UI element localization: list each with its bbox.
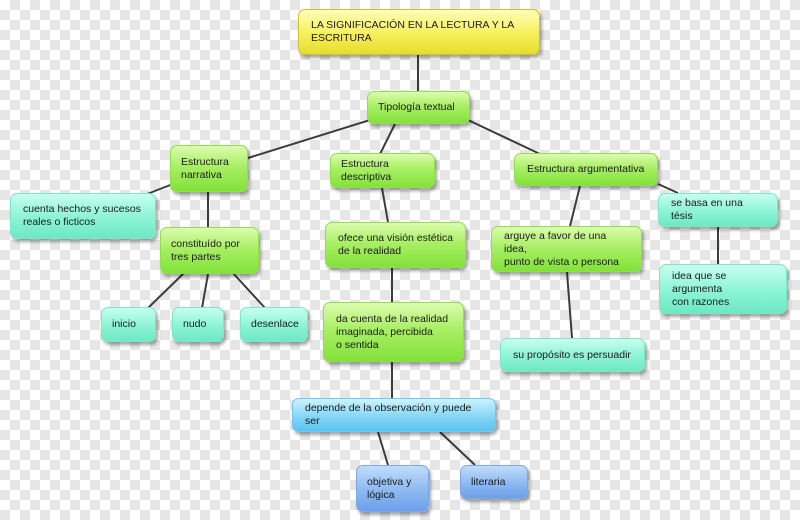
link-tipologia-narrativa	[247, 119, 371, 159]
link-tipologia-argumentativa	[467, 119, 541, 155]
node-tesis[interactable]: se basa en una tésis	[658, 193, 778, 227]
link-depende-literaria	[439, 431, 476, 466]
node-argumentativa-label: Estructura argumentativa	[527, 163, 645, 175]
node-tesis-label: se basa en una tésis	[671, 197, 743, 222]
node-constituido[interactable]: constituído por tres partes	[160, 227, 259, 274]
node-depende[interactable]: depende de la observación y puede ser	[292, 398, 496, 432]
node-inicio[interactable]: inicio	[101, 307, 156, 342]
node-narrativa[interactable]: Estructura narrativa	[170, 145, 248, 192]
node-desenlace-label: desenlace	[251, 318, 299, 330]
node-cuenta-hechos-label: cuenta hechos y sucesos reales o fictico…	[23, 203, 141, 228]
link-argumentativa-arguye	[569, 185, 581, 227]
node-tipologia-label: Tipología textual	[378, 101, 455, 113]
node-literaria-label: literaria	[471, 475, 506, 488]
node-ofece[interactable]: ofece una visión estética de la realidad	[325, 222, 466, 268]
node-root-label: LA SIGNIFICACIÓN EN LA LECTURA Y LA ESCR…	[311, 19, 515, 44]
node-idea-argumenta[interactable]: idea que se argumenta con razones	[659, 264, 787, 314]
link-constituido-desenlace	[231, 271, 266, 309]
node-nudo-label: nudo	[183, 318, 207, 330]
node-da-cuenta[interactable]: da cuenta de la realidad imaginada, perc…	[323, 302, 464, 362]
node-desenlace[interactable]: desenlace	[240, 307, 308, 342]
node-proposito[interactable]: su propósito es persuadir	[500, 338, 645, 372]
node-descriptiva-label: Estructura descriptiva	[341, 157, 392, 183]
node-cuenta-hechos[interactable]: cuenta hechos y sucesos reales o fictico…	[10, 193, 156, 239]
node-root[interactable]: LA SIGNIFICACIÓN EN LA LECTURA Y LA ESCR…	[298, 9, 540, 55]
node-idea-argumenta-label: idea que se argumenta con razones	[672, 269, 730, 308]
node-da-cuenta-label: da cuenta de la realidad imaginada, perc…	[336, 312, 449, 351]
link-tipologia-descriptiva	[379, 123, 396, 155]
node-tipologia[interactable]: Tipología textual	[367, 91, 470, 124]
node-ofece-label: ofece una visión estética de la realidad	[338, 232, 453, 257]
node-argumentativa[interactable]: Estructura argumentativa	[514, 153, 658, 186]
link-constituido-nudo	[201, 273, 209, 309]
node-inicio-label: inicio	[112, 318, 136, 330]
node-narrativa-label: Estructura narrativa	[181, 155, 229, 181]
node-nudo[interactable]: nudo	[172, 307, 224, 342]
link-arguye-proposito	[566, 271, 573, 339]
node-arguye-label: arguye a favor de una idea, punto de vis…	[504, 229, 619, 268]
link-argumentativa-tesis	[657, 183, 679, 194]
node-literaria[interactable]: literaria	[460, 465, 528, 499]
node-proposito-label: su propósito es persuadir	[513, 348, 631, 361]
node-descriptiva[interactable]: Estructura descriptiva	[330, 153, 435, 188]
node-objetiva[interactable]: objetiva y lógica	[356, 465, 429, 512]
node-objetiva-label: objetiva y lógica	[367, 475, 412, 501]
link-constituido-inicio	[147, 271, 186, 309]
link-depende-objetiva	[377, 431, 389, 466]
link-descriptiva-ofece	[381, 187, 389, 223]
node-arguye[interactable]: arguye a favor de una idea, punto de vis…	[491, 226, 642, 272]
node-constituido-label: constituído por tres partes	[171, 237, 240, 263]
node-depende-label: depende de la observación y puede ser	[305, 402, 472, 427]
